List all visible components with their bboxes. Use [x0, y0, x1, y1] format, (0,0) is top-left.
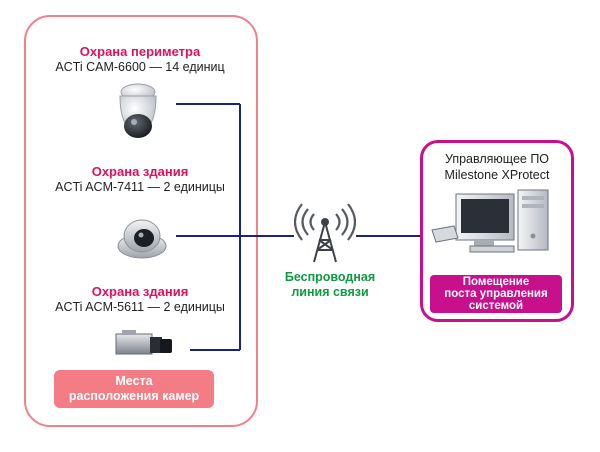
group-2-title: Охрана здания [91, 164, 189, 179]
antenna-tower-icon [294, 203, 356, 263]
group-3-title: Охрана здания [91, 284, 189, 299]
vandal-dome-camera-icon [117, 219, 167, 259]
computer-icon [431, 189, 549, 253]
control-room-panel [420, 140, 574, 322]
group-2-model: ACTi ACM-7411 — 2 единицы [55, 180, 225, 194]
control-room-label: Помещение поста управления системой [430, 275, 562, 313]
group-1-model: ACTi CAM-6600 — 14 единиц [55, 60, 225, 74]
box-camera-icon [115, 330, 172, 355]
wireless-link-label: Беспроводная линия связи [284, 270, 376, 299]
control-software-label: Управляющее ПО Milestone XProtect [444, 152, 550, 182]
group-1-title: Охрана периметра [79, 44, 201, 59]
camera-locations-label: Места расположения камер [54, 370, 214, 408]
dome-camera-icon [119, 83, 157, 138]
group-3-model: ACTi ACM-5611 — 2 единицы [55, 300, 225, 314]
camera-locations-panel [24, 15, 258, 427]
